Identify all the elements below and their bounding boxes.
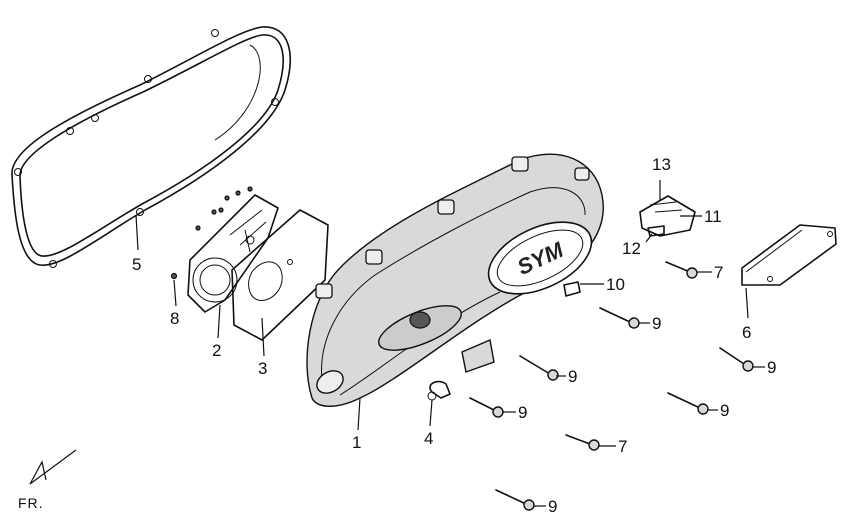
callout-9e: 9 bbox=[518, 403, 527, 422]
callout-labels: 1 2 3 4 5 6 7 7 8 9 9 9 9 9 9 10 11 12 1… bbox=[132, 155, 776, 516]
callout-7b: 7 bbox=[618, 437, 627, 456]
callout-5: 5 bbox=[132, 255, 141, 274]
bolt-9c bbox=[719, 347, 754, 372]
callout-11: 11 bbox=[704, 207, 722, 226]
callout-6: 6 bbox=[742, 323, 751, 342]
bolt-9f bbox=[495, 489, 535, 511]
callout-1: 1 bbox=[352, 433, 361, 452]
bolt-7a bbox=[665, 261, 698, 279]
bolt-7b bbox=[565, 434, 600, 451]
callout-9f: 9 bbox=[548, 497, 557, 516]
bolt-9b bbox=[519, 355, 559, 381]
callout-13: 13 bbox=[652, 155, 671, 174]
small-screws bbox=[170, 186, 253, 280]
callout-9c: 9 bbox=[767, 358, 776, 377]
front-label: FR. bbox=[18, 495, 44, 511]
leader-lines bbox=[135, 180, 765, 507]
bracket-part-10 bbox=[563, 281, 581, 297]
bolt-9a bbox=[599, 307, 640, 329]
inner-plate-part-2 bbox=[187, 194, 279, 313]
callout-4: 4 bbox=[424, 429, 433, 448]
bolt-9e bbox=[469, 397, 504, 418]
bolts bbox=[469, 261, 754, 511]
side-plate-part-6 bbox=[741, 224, 837, 286]
callout-9b: 9 bbox=[568, 367, 577, 386]
bracket-assembly-part-11-13 bbox=[639, 195, 696, 237]
callout-2: 2 bbox=[212, 341, 221, 360]
callout-9a: 9 bbox=[652, 314, 661, 333]
gasket-part-5 bbox=[11, 26, 291, 268]
callout-8: 8 bbox=[170, 309, 179, 328]
callout-10: 10 bbox=[606, 275, 625, 294]
callout-7a: 7 bbox=[714, 263, 723, 282]
plate-gasket-part-3 bbox=[231, 209, 329, 341]
callout-12: 12 bbox=[622, 239, 641, 258]
crankcase-cover-part-1: SYM bbox=[306, 153, 604, 407]
front-direction-indicator: FR. bbox=[18, 449, 77, 511]
logo-emblem: SYM bbox=[487, 221, 593, 295]
callout-3: 3 bbox=[258, 359, 267, 378]
callout-9d: 9 bbox=[720, 401, 729, 420]
clip-part-4 bbox=[427, 380, 451, 401]
bolt-9d bbox=[667, 392, 709, 415]
